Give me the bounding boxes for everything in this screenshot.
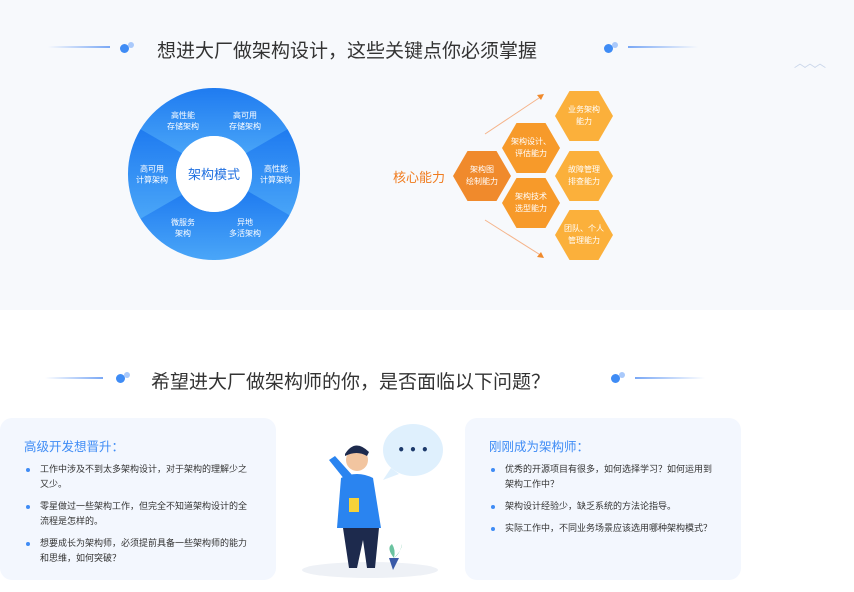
wheel-segment-label: 高性能计算架构	[260, 164, 292, 185]
ability-hexagon: 业务架构 能力	[555, 91, 613, 141]
wheel-segment-label: 高可用存储架构	[229, 110, 261, 131]
new-architect-card: 刚刚成为架构师： 优秀的开源项目有很多，如何选择学习？如何运用到架构工作中？ 架构…	[465, 418, 741, 580]
wheel-segment	[245, 129, 301, 219]
list-item: 工作中涉及不到太多架构设计，对于架构的理解少之又少。	[24, 463, 252, 493]
wheel-segment	[212, 191, 290, 261]
dots-icon	[116, 372, 132, 383]
title-decoration-line	[48, 46, 110, 48]
wave-decoration-icon: ︿︿︿	[794, 56, 826, 70]
section-title: 希望进大厂做架构师的你，是否面临以下问题？	[151, 371, 551, 393]
section-title: 想进大厂做架构设计，这些关键点你必须掌握	[157, 40, 538, 62]
list-item: 优秀的开源项目有很多，如何选择学习？如何运用到架构工作中？	[489, 463, 717, 493]
thinking-person-illustration: • • •	[302, 424, 443, 578]
wheel-center-label: 架构模式	[188, 168, 240, 183]
ability-hexagon: 团队、个人 管理能力	[555, 210, 613, 260]
wheel-segment-label: 高可用计算架构	[136, 164, 168, 185]
title-decoration-line	[635, 377, 705, 379]
card-title: 高级开发想晋升：	[24, 439, 125, 454]
list-item: 架构设计经验少，缺乏系统的方法论指导。	[489, 500, 717, 515]
list-item: 想要成长为架构师，必须提前具备一些架构师的能力和思维，如何突破？	[24, 537, 252, 567]
wheel-segment-label: 异地多活架构	[229, 217, 261, 238]
wheel-segment-label: 微服务架构	[171, 217, 195, 238]
wheel-segment	[127, 129, 183, 219]
speech-bubble-dots: • • •	[397, 443, 428, 457]
list-item: 零星做过一些架构工作，但完全不知道架构设计的全流程是怎样的。	[24, 500, 252, 530]
title-decoration-line	[45, 377, 103, 379]
architecture-patterns-wheel: 高性能存储架构高可用存储架构高性能计算架构异地多活架构微服务架构高可用计算架构 …	[127, 87, 301, 261]
title-decoration-line	[628, 46, 698, 48]
wheel-segment-label: 高性能存储架构	[167, 110, 199, 131]
dots-icon	[120, 42, 136, 53]
list-item: 实际工作中，不同业务场景应该选用哪种架构模式？	[489, 522, 717, 537]
core-ability-label: 核心能力	[393, 171, 446, 186]
dots-icon	[604, 42, 620, 53]
dots-icon	[611, 372, 627, 383]
senior-dev-card: 高级开发想晋升： 工作中涉及不到太多架构设计，对于架构的理解少之又少。零星做过一…	[0, 418, 276, 580]
ability-hexagon: 故障管理 排查能力	[555, 151, 613, 201]
arrows	[484, 94, 544, 258]
card-title: 刚刚成为架构师：	[489, 439, 590, 454]
